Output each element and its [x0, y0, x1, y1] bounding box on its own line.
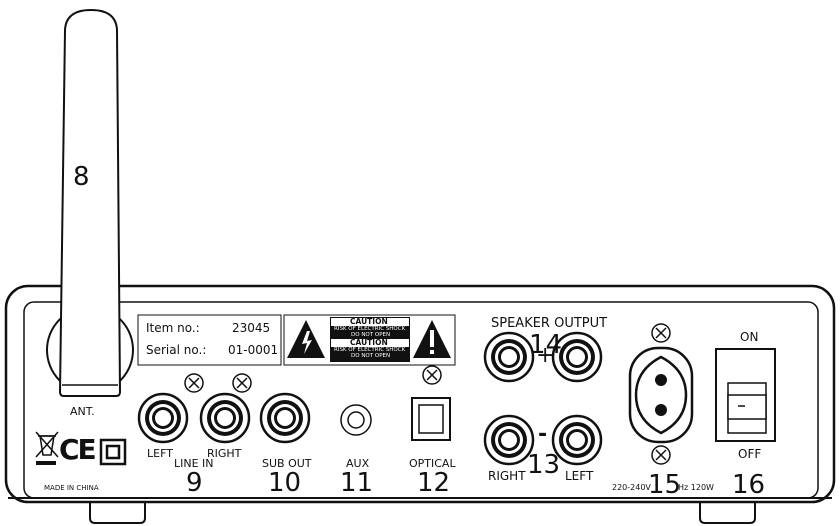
screw-icon [184, 373, 204, 393]
speaker-output-title: SPEAKER OUTPUT [491, 316, 608, 331]
antenna-label: ANT. [70, 405, 95, 418]
speaker-number-bottom: 13 [527, 450, 561, 480]
power-switch[interactable] [715, 348, 776, 442]
aux-label: AUX [346, 457, 370, 470]
serial-no-key: Serial no.: [146, 343, 207, 357]
speaker-minus-sign: - [538, 422, 548, 447]
double-insulation-icon [99, 438, 127, 466]
speaker-right-label: RIGHT [488, 469, 526, 483]
warning-open-2: DO NOT OPEN [351, 353, 391, 359]
power-number: 15 [648, 470, 682, 500]
warning-caution-1: CAUTION [350, 317, 388, 326]
ce-mark: CE [59, 433, 97, 466]
speaker-plus-right-post[interactable] [483, 331, 535, 383]
line-in-right-label: RIGHT [207, 447, 242, 460]
sub-out-number: 10 [268, 468, 302, 498]
made-in-label: MADE IN CHINA [44, 484, 99, 492]
screw-icon [651, 323, 671, 343]
speaker-left-label: LEFT [565, 469, 594, 483]
switch-on-label: ON [740, 330, 759, 344]
optical-number: 12 [417, 468, 451, 498]
speaker-number-top: 14 [529, 330, 563, 360]
warning-caution-2: CAUTION [350, 338, 388, 347]
aux-number: 11 [340, 468, 374, 498]
antenna-icon[interactable] [58, 8, 122, 397]
item-no-key: Item no.: [146, 321, 200, 335]
aux-jack[interactable] [340, 404, 372, 436]
speaker-minus-right-post[interactable] [483, 414, 535, 466]
right-foot [699, 500, 756, 524]
power-rating-left: 220-240V [612, 483, 651, 492]
switch-off-label: OFF [738, 447, 762, 461]
switch-number: 16 [732, 470, 766, 500]
optical-port[interactable] [411, 397, 451, 441]
speaker-plus-sign: + [536, 343, 555, 368]
line-in-left-label: LEFT [147, 447, 173, 460]
antenna-number: 8 [73, 162, 90, 192]
line-in-left-jack[interactable] [137, 392, 189, 444]
sub-out-label: SUB OUT [262, 457, 312, 470]
line-in-number: 9 [186, 468, 203, 498]
left-foot [89, 500, 146, 524]
power-inlet[interactable] [628, 346, 694, 444]
item-no-value: 23045 [232, 321, 271, 335]
speaker-minus-left-post[interactable] [551, 414, 603, 466]
info-label-box [137, 314, 282, 366]
weee-bin-icon [35, 431, 59, 465]
warning-open-1: DO NOT OPEN [351, 332, 391, 338]
line-in-right-jack[interactable] [199, 392, 251, 444]
warning-risk-1: RISK OF ELECTRIC SHOCK [334, 326, 406, 332]
screw-icon [651, 445, 671, 465]
screw-icon [422, 365, 442, 385]
optical-label: OPTICAL [409, 457, 456, 470]
serial-no-value: 01-0001 [228, 343, 279, 357]
sub-out-jack[interactable] [259, 392, 311, 444]
line-in-title: LINE IN [174, 457, 214, 470]
speaker-plus-left-post[interactable] [551, 331, 603, 383]
warning-risk-2: RISK OF ELECTRIC SHOCK [334, 347, 406, 353]
power-rating-right: Hz 120W [678, 483, 714, 492]
screw-icon [232, 373, 252, 393]
